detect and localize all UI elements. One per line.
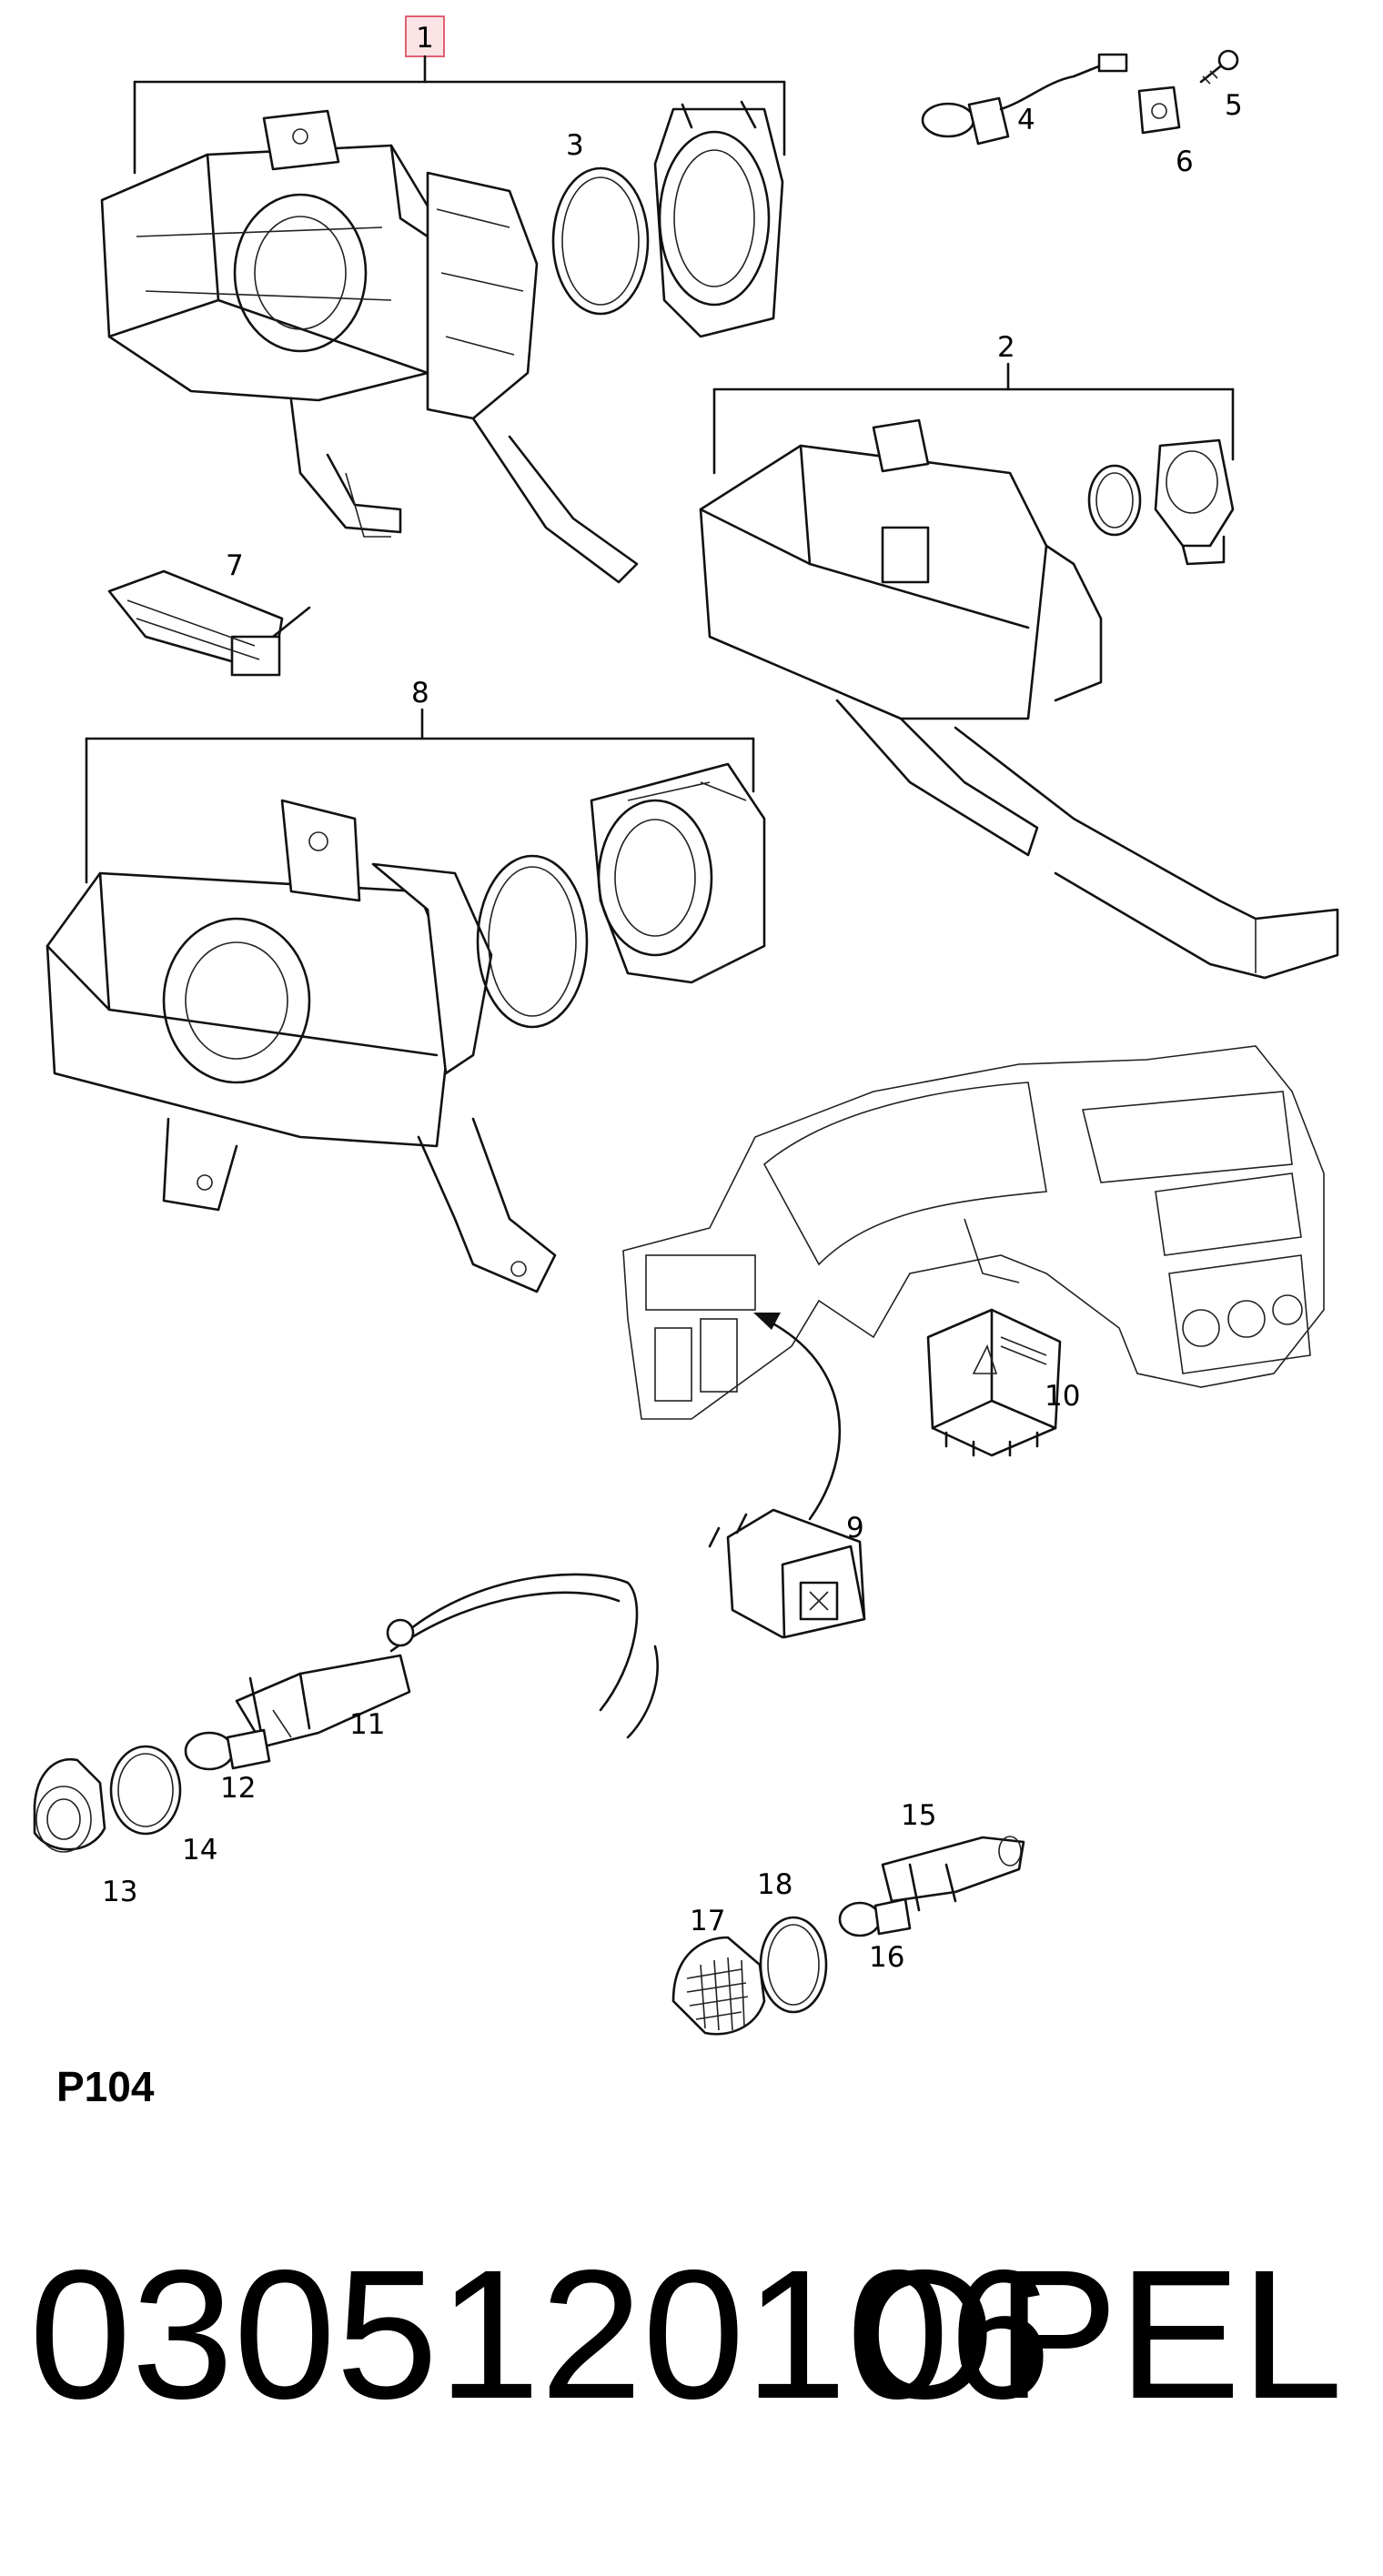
bulb-16 — [838, 1897, 912, 1937]
callout-16-label: 16 — [869, 1941, 904, 1974]
callout-6-label: 6 — [1176, 146, 1194, 178]
seal-ring-14 — [109, 1745, 182, 1836]
install-arrow — [753, 1313, 842, 1521]
wiring-loom-11 — [386, 1573, 659, 1739]
callout-13-label: 13 — [102, 1876, 137, 1908]
relay-10 — [926, 1308, 1062, 1457]
gasket-ring-3 — [551, 166, 650, 316]
gasket-ring-2 — [1087, 464, 1142, 537]
callout-18-label: 18 — [757, 1868, 792, 1901]
bulb-with-lead-4 — [921, 53, 1128, 146]
fog-lamp-housing-8 — [45, 799, 557, 1293]
assembly-1-bracket — [133, 55, 786, 175]
indicator-lens-17 — [671, 1936, 766, 2036]
callout-8-label: 8 — [411, 677, 429, 709]
section-code: P104 — [56, 2063, 155, 2110]
part-number: 0305120106 — [29, 2231, 1051, 2437]
callout-3-label: 3 — [566, 129, 584, 162]
callout-12-label: 12 — [220, 1772, 256, 1805]
callout-11-label: 11 — [349, 1708, 385, 1741]
dashboard-outline — [622, 1045, 1325, 1420]
bulb-12 — [184, 1728, 271, 1771]
bulb-holder-2 — [1154, 438, 1235, 566]
lamp-cap-13 — [33, 1757, 106, 1853]
callout-7-label: 7 — [226, 549, 244, 582]
callout-15-label: 15 — [901, 1799, 936, 1832]
screw-5 — [1199, 49, 1239, 85]
callout-9-label: 9 — [846, 1512, 864, 1545]
callout-14-label: 14 — [182, 1834, 217, 1867]
fog-light-switch-9 — [708, 1508, 866, 1639]
gasket-ring-8 — [476, 854, 589, 1029]
callout-10-label: 10 — [1045, 1380, 1080, 1413]
callout-5-label: 5 — [1225, 89, 1243, 122]
callout-1-label: 1 — [416, 22, 434, 55]
callout-2-label: 2 — [997, 331, 1015, 364]
fog-lamp-housing-2 — [699, 418, 1339, 980]
callout-4-label: 4 — [1017, 104, 1035, 136]
fog-lamp-housing-1 — [100, 109, 639, 584]
assembly-2-bracket — [712, 362, 1235, 475]
assembly-8-bracket — [85, 708, 755, 884]
clip-nut-6 — [1137, 86, 1181, 135]
connector-7 — [107, 569, 311, 677]
brand-name: OPEL — [853, 2231, 1343, 2437]
callout-17-label: 17 — [690, 1905, 725, 1937]
seal-ring-18 — [759, 1916, 828, 2014]
bulb-holder-8 — [590, 762, 766, 984]
callout-1-highlight[interactable]: 1 — [405, 15, 445, 57]
bulb-holder-ring-3b — [653, 100, 784, 338]
